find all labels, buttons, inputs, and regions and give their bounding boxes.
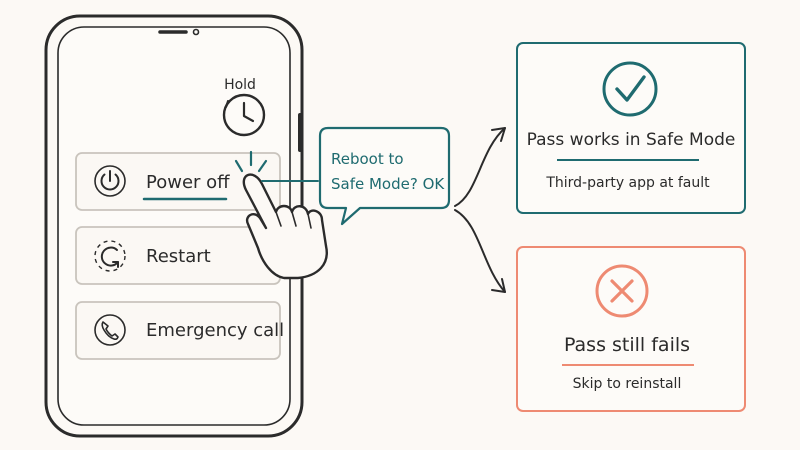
callout-bubble: Reboot to Safe Mode? OK [318,126,451,226]
success-subtitle: Third-party app at fault [545,175,710,191]
power-icon [94,165,126,197]
x-icon [595,264,649,318]
restart-button[interactable]: Restart [75,226,281,285]
callout-line-2: Safe Mode? OK [331,175,445,193]
branch-arrow-down [454,209,506,293]
failure-title: Pass still fails [564,334,690,356]
restart-icon [94,240,126,272]
phone-icon [94,314,126,346]
failure-subtitle: Skip to reinstall [573,376,682,392]
branch-arrow-up [454,127,506,207]
success-title: Pass works in Safe Mode [527,130,736,150]
tap-sparkle-icon [234,150,268,173]
hand-pointer-icon [242,173,328,280]
success-outcome-card: Pass works in Safe Mode Third-party app … [516,42,746,214]
callout-line-1: Reboot to [331,150,404,168]
restart-label: Restart [146,246,211,267]
hold-indicator: Hold [222,77,266,137]
emergency-call-button[interactable]: Emergency call [75,301,284,360]
hold-label: Hold [224,77,256,93]
power-off-button[interactable]: Power off [75,152,281,211]
phone-camera [192,28,200,36]
clock-icon [222,93,266,137]
emergency-call-label: Emergency call [146,320,284,341]
failure-outcome-card: Pass still fails Skip to reinstall [516,246,746,412]
power-off-label: Power off [146,172,230,193]
check-icon [602,61,658,117]
